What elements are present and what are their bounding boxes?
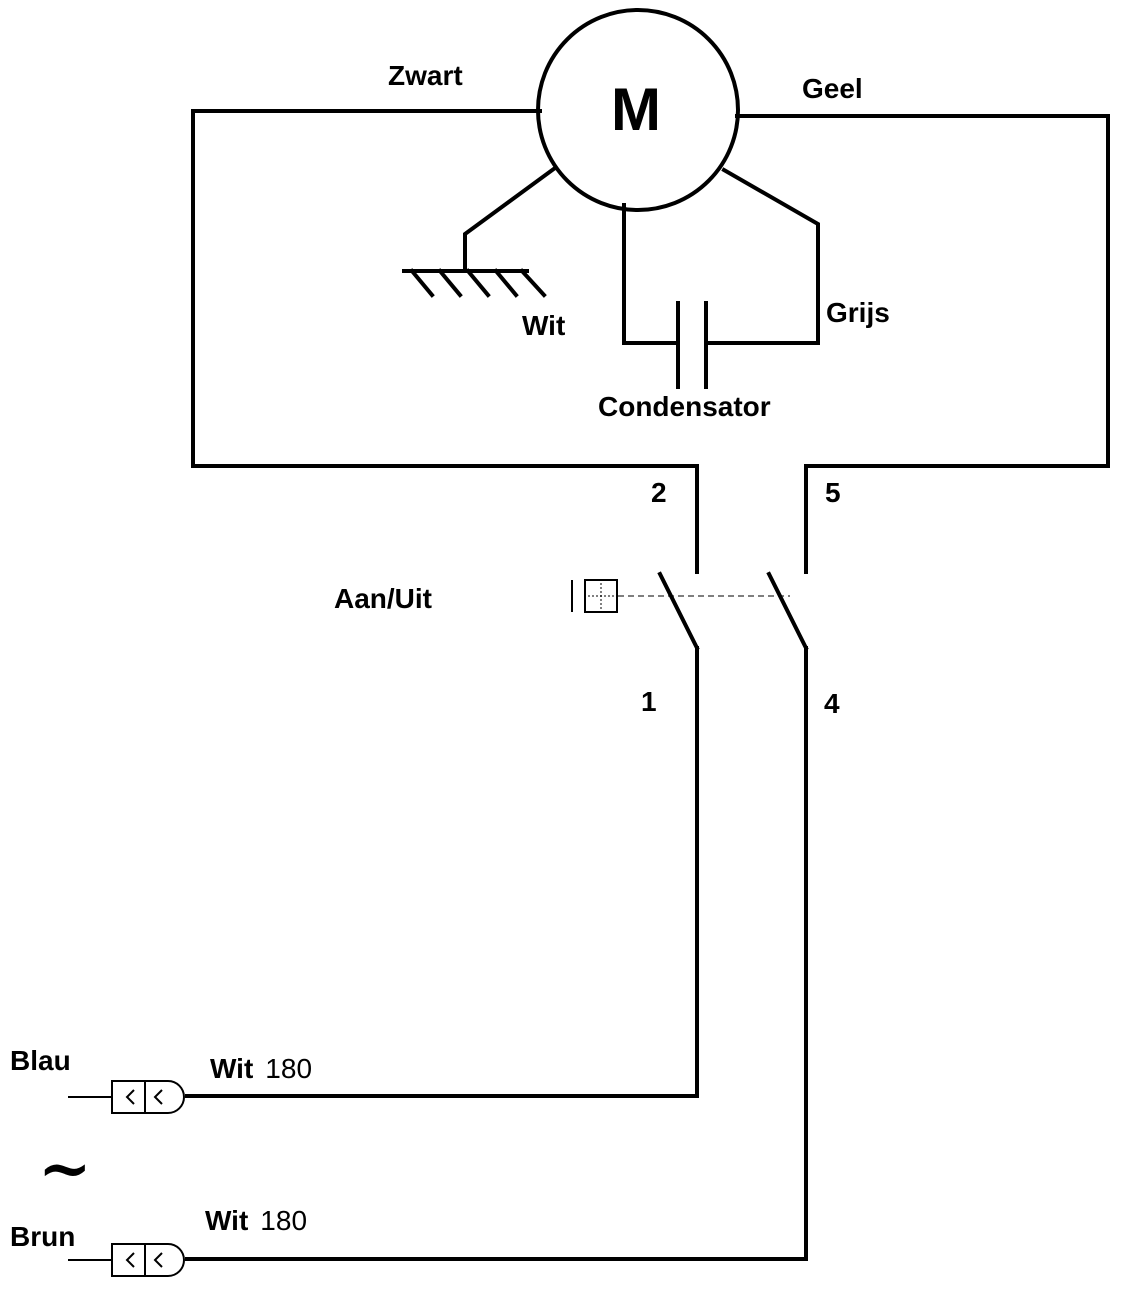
capacitor: Grijs Condensator bbox=[598, 167, 890, 422]
wire-terminal-1-to-blau bbox=[185, 646, 699, 1098]
switch-blade-left bbox=[657, 571, 700, 651]
ground-hatching bbox=[409, 268, 547, 298]
switch-actuator-box bbox=[584, 579, 618, 613]
terminal-1: 1 bbox=[641, 686, 657, 717]
connector-blau bbox=[111, 1080, 185, 1114]
terminal-5: 5 bbox=[825, 477, 841, 508]
wire-capacitor-right bbox=[704, 167, 820, 345]
on-off-switch: Aan/Uit 2 5 1 4 bbox=[334, 477, 841, 719]
label-ground-wit: Wit bbox=[522, 310, 565, 341]
switch-blade-right bbox=[766, 571, 809, 651]
supply-line-brun: Brun Wit 180 bbox=[10, 1205, 307, 1277]
wire-ground bbox=[463, 165, 558, 273]
wire-capacitor-left bbox=[622, 203, 678, 345]
motor-letter: M bbox=[611, 76, 661, 143]
motor: M bbox=[536, 8, 740, 212]
wire-zwart bbox=[191, 109, 699, 574]
label-blau: Blau bbox=[10, 1045, 71, 1076]
wire-geel bbox=[735, 114, 1110, 574]
ac-symbol: ~ bbox=[38, 1131, 92, 1206]
label-blau-wire: Wit 180 bbox=[210, 1053, 312, 1084]
wire-terminal-4-to-brun bbox=[185, 646, 808, 1261]
label-zwart: Zwart bbox=[388, 60, 463, 91]
label-grijs: Grijs bbox=[826, 297, 890, 328]
label-brun: Brun bbox=[10, 1221, 75, 1252]
ground-connection: Wit bbox=[402, 165, 565, 341]
supply-line-blau: Blau Wit 180 bbox=[10, 1045, 312, 1114]
label-brun-wire: Wit 180 bbox=[205, 1205, 307, 1236]
terminal-4: 4 bbox=[824, 688, 840, 719]
terminal-2: 2 bbox=[651, 477, 667, 508]
label-switch: Aan/Uit bbox=[334, 583, 432, 614]
label-condensator: Condensator bbox=[598, 391, 771, 422]
label-geel: Geel bbox=[802, 73, 863, 104]
connector-brun bbox=[111, 1243, 185, 1277]
